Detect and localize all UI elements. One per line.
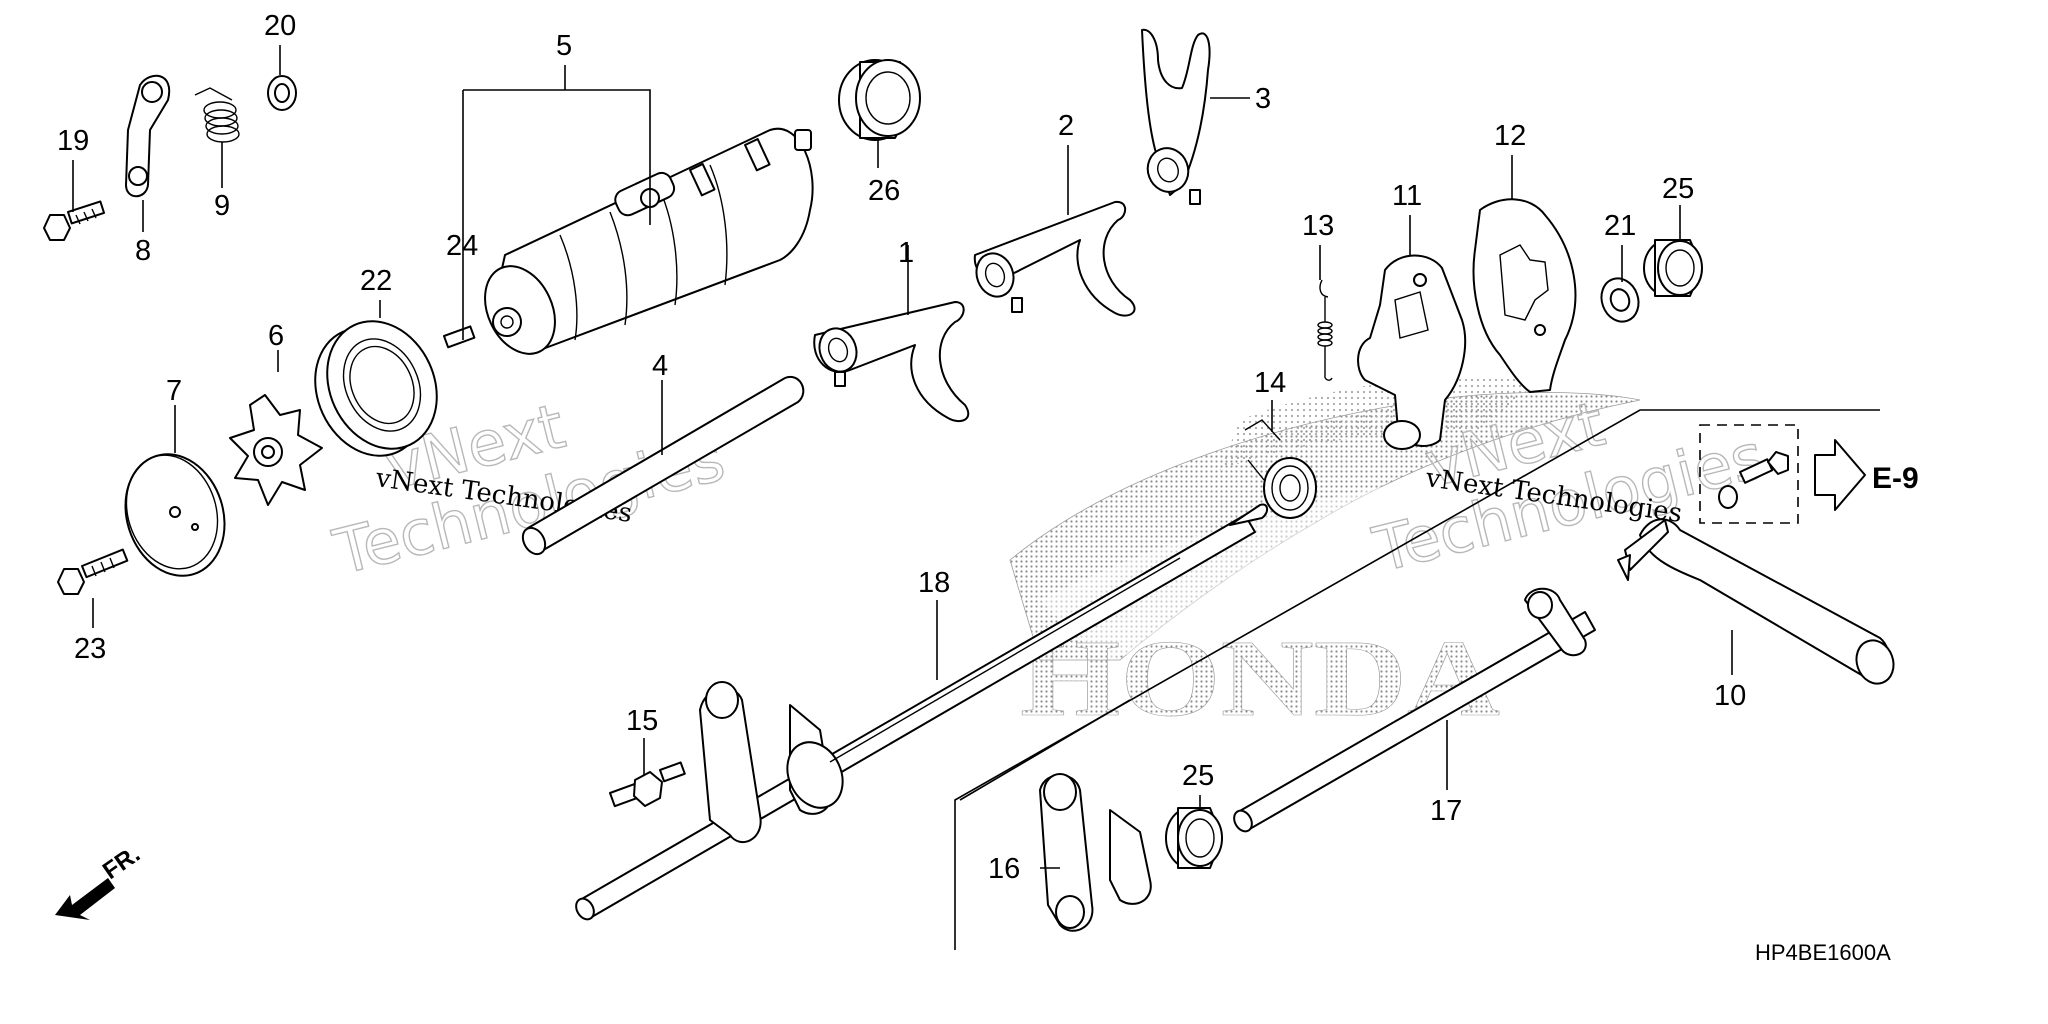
- part-label-1: 1: [898, 237, 914, 269]
- part-3-shift-fork[interactable]: [1141, 28, 1211, 205]
- part-9-spring[interactable]: [194, 87, 240, 143]
- part-22-bearing[interactable]: [295, 303, 457, 474]
- part-label-7: 7: [166, 375, 182, 407]
- part-number-labels: 19 8 9 20 5 26 2 1 3 24 22 6 7 23 4 13 1…: [57, 10, 1746, 885]
- part-15-stud-bolt[interactable]: [609, 761, 686, 808]
- part-8-shift-arm[interactable]: [125, 74, 171, 198]
- part-19-bolt[interactable]: [43, 200, 106, 241]
- part-14-torsion-spring[interactable]: [1244, 419, 1317, 519]
- part-16-shift-arm[interactable]: [1039, 773, 1152, 932]
- assembly-boundary: [954, 409, 1880, 950]
- front-label: FR.: [98, 841, 145, 885]
- part-label-17: 17: [1430, 795, 1462, 827]
- part-23-bolt[interactable]: [57, 548, 129, 595]
- front-indicator: FR.: [55, 841, 145, 920]
- part-18-gearshift-spindle[interactable]: [573, 503, 1268, 922]
- part-label-2: 2: [1058, 110, 1074, 142]
- part-25-needle-bearing-upper[interactable]: [1643, 239, 1703, 297]
- part-label-25-lower: 25: [1182, 760, 1214, 792]
- part-5-shift-drum[interactable]: [472, 127, 814, 366]
- leader-lines: [72, 45, 1733, 869]
- part-label-8: 8: [135, 235, 151, 267]
- part-label-18: 18: [918, 567, 950, 599]
- part-24-pin[interactable]: [443, 325, 476, 349]
- part-26-needle-bearing[interactable]: [838, 59, 921, 141]
- part-label-25-upper: 25: [1662, 173, 1694, 205]
- part-label-21: 21: [1604, 210, 1636, 242]
- part-10-shift-spindle[interactable]: [1617, 518, 1899, 689]
- part-12-cam-plate[interactable]: [1472, 198, 1577, 393]
- part-2-shift-fork[interactable]: [971, 200, 1136, 317]
- part-label-11: 11: [1392, 180, 1422, 212]
- reference-label: E-9: [1872, 462, 1919, 495]
- part-20-washer[interactable]: [267, 75, 297, 111]
- part-1-shift-fork[interactable]: [813, 301, 970, 423]
- front-arrow-icon: [55, 878, 115, 920]
- e9-reference-group[interactable]: E-9: [1699, 424, 1919, 524]
- part-label-12: 12: [1494, 120, 1526, 152]
- part-7-plate[interactable]: [110, 441, 240, 589]
- part-label-10: 10: [1714, 680, 1746, 712]
- part-21-washer[interactable]: [1596, 273, 1645, 327]
- part-label-23: 23: [74, 633, 106, 665]
- part-label-15: 15: [626, 705, 658, 737]
- part-label-4: 4: [652, 350, 668, 382]
- reference-arrow-icon: [1814, 439, 1866, 511]
- diagram-code: HP4BE1600A: [1755, 940, 1891, 965]
- part-label-5: 5: [556, 30, 572, 62]
- part-25-needle-bearing-lower[interactable]: [1165, 807, 1223, 869]
- part-6-star-cam[interactable]: [229, 394, 323, 506]
- part-label-6: 6: [268, 320, 284, 352]
- part-label-3: 3: [1255, 83, 1271, 115]
- part-4-fork-shaft[interactable]: [518, 375, 805, 558]
- part-label-13: 13: [1302, 210, 1334, 242]
- part-label-19: 19: [57, 125, 89, 157]
- part-label-20: 20: [264, 10, 296, 42]
- part-11-stopper-plate[interactable]: [1357, 254, 1467, 450]
- part-17-shaft[interactable]: [1231, 587, 1596, 835]
- part-label-26: 26: [868, 175, 900, 207]
- part-13-return-spring[interactable]: [1317, 279, 1333, 381]
- part-label-22: 22: [360, 265, 392, 297]
- part-label-14: 14: [1254, 367, 1286, 399]
- part-label-16: 16: [988, 853, 1020, 885]
- part-label-9: 9: [214, 190, 230, 222]
- part-label-24: 24: [446, 230, 478, 262]
